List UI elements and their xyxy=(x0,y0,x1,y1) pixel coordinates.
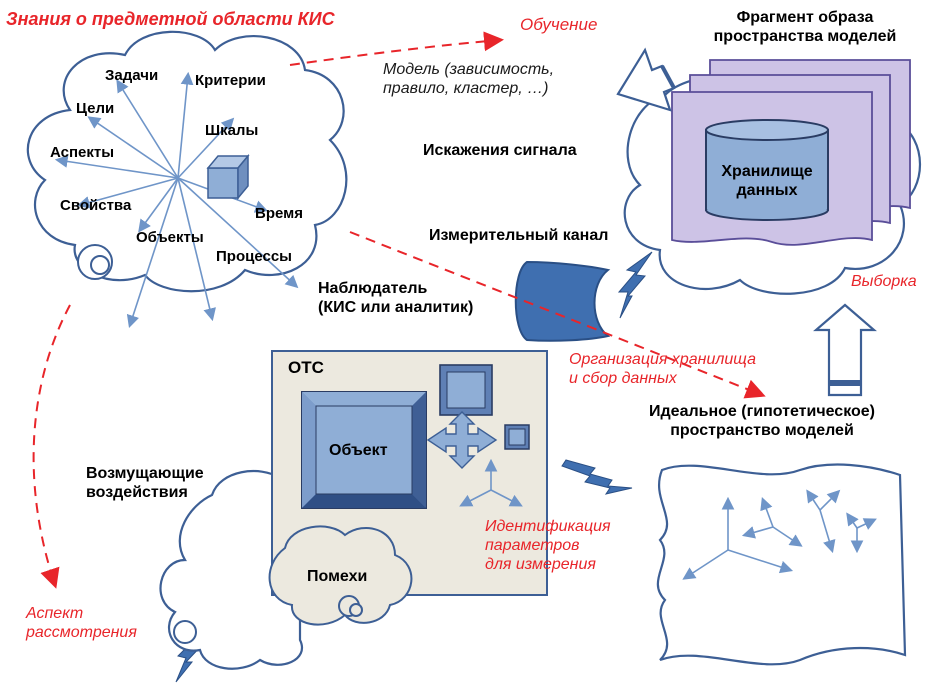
label-object: Объект xyxy=(329,442,388,459)
label-observer: Наблюдатель (КИС или аналитик) xyxy=(318,279,473,317)
cloud-term-tasks: Задачи xyxy=(105,67,159,84)
measurement-channel xyxy=(514,260,611,342)
label-aspect-line1: Аспект xyxy=(26,605,84,622)
four-way-arrow xyxy=(426,411,498,469)
label-identification-line2: параметров xyxy=(485,537,580,555)
label-ideal-space: Идеальное (гипотетическое) пространство … xyxy=(612,402,912,440)
cloud-term-aspects: Аспекты xyxy=(50,144,115,161)
label-aspect-line2: рассмотрения xyxy=(26,624,137,642)
label-identification: Идентификация параметров для измерения xyxy=(485,517,611,575)
label-identification-line3: для измерения xyxy=(485,556,596,574)
label-noise: Помехи xyxy=(307,568,368,585)
cloud-term-properties: Свойства xyxy=(60,197,132,214)
red-dashed-arrows xyxy=(32,31,766,589)
label-storage-line2: данных xyxy=(736,182,798,200)
label-organization-line1: Организация хранилища xyxy=(569,351,756,368)
label-channel: Измерительный канал xyxy=(429,227,609,244)
cloud-term-processes: Процессы xyxy=(216,248,292,265)
noise-cloud xyxy=(268,525,413,626)
label-ots: ОТС xyxy=(288,358,324,377)
label-fragment-line1: Фрагмент образа xyxy=(736,9,874,26)
cloud-term-goals: Цели xyxy=(76,100,115,117)
label-fragment-line2: пространства моделей xyxy=(713,28,897,46)
ots-axes xyxy=(459,458,523,507)
label-aspect: Аспект рассмотрения xyxy=(26,604,137,642)
label-ideal-line2: пространство моделей xyxy=(670,422,854,440)
learning-outline-arrow xyxy=(616,47,676,112)
knowledge-cloud xyxy=(26,30,348,293)
label-organization-line2: и сбор данных xyxy=(569,370,677,388)
label-storage: Хранилище данных xyxy=(706,162,828,200)
cloud-term-objects: Объекты xyxy=(136,229,204,246)
cloud-term-criteria: Критерии xyxy=(195,72,266,89)
label-sampling: Выборка xyxy=(851,273,917,290)
label-observer-line1: Наблюдатель xyxy=(318,280,428,297)
label-fragment: Фрагмент образа пространства моделей xyxy=(685,8,925,46)
knowledge-rays xyxy=(54,71,299,329)
noise-bubble-2 xyxy=(349,603,363,617)
label-disturbance-line2: воздействия xyxy=(86,484,188,502)
cloud-term-scales: Шкалы xyxy=(205,122,259,139)
label-storage-line1: Хранилище xyxy=(721,163,813,180)
label-identification-line1: Идентификация xyxy=(485,518,611,535)
label-model-line1: Модель (зависимость, xyxy=(383,61,555,78)
cloud-bubble-2 xyxy=(90,255,110,275)
label-disturbance-line1: Возмущающие xyxy=(86,465,204,482)
diagram-title: Знания о предметной области КИС xyxy=(6,9,335,29)
database-icon xyxy=(705,119,829,221)
cloud-term-time: Время xyxy=(255,205,303,222)
label-learning: Обучение xyxy=(520,15,598,34)
label-observer-line2: (КИС или аналитик) xyxy=(318,299,474,317)
lightning-bolts xyxy=(175,251,653,683)
label-organization: Организация хранилища и сбор данных xyxy=(569,350,756,388)
knowledge-cube xyxy=(206,153,250,201)
small-object-upper xyxy=(439,364,493,416)
sampling-arrow xyxy=(813,303,877,397)
label-disturbance: Возмущающие воздействия xyxy=(86,464,204,502)
label-ideal-line1: Идеальное (гипотетическое) xyxy=(649,403,875,420)
label-model-line2: правило, кластер, …) xyxy=(383,80,549,98)
ideal-space-vectors xyxy=(682,489,877,580)
label-distortion: Искажения сигнала xyxy=(423,142,577,159)
label-model: Модель (зависимость, правило, кластер, …… xyxy=(383,60,554,98)
small-object-right xyxy=(504,424,530,450)
disturbance-bubble xyxy=(173,620,197,644)
object-box xyxy=(301,391,427,509)
ideal-space-sheet xyxy=(656,463,907,666)
